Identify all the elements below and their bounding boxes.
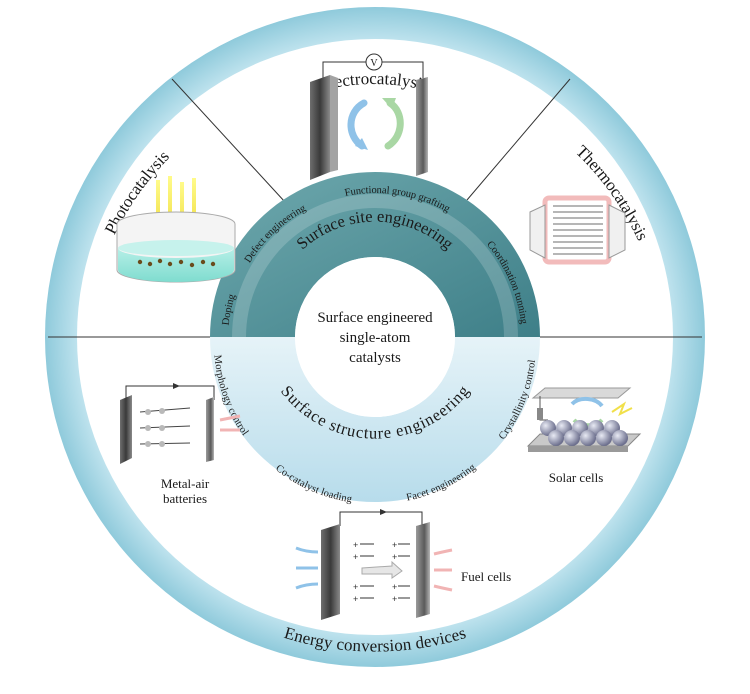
air-arrows xyxy=(219,414,241,432)
svg-text:+: + xyxy=(353,582,358,592)
center-line-3: catalysts xyxy=(349,350,401,366)
proton-markers: + + + + + + + + xyxy=(353,540,397,604)
heat-fins xyxy=(553,205,603,255)
center-line-1: Surface engineered xyxy=(317,310,433,326)
svg-text:+: + xyxy=(392,582,397,592)
electrolyzer-illustration: V xyxy=(310,53,428,180)
svg-text:+: + xyxy=(392,540,397,550)
perovskite-spheres xyxy=(540,420,628,446)
svg-text:+: + xyxy=(353,594,358,604)
metal-air-battery-illustration xyxy=(120,383,241,464)
voltmeter-icon xyxy=(365,53,383,71)
label-fuel-cells: Fuel cells xyxy=(461,569,511,584)
center-line-2: single-atom xyxy=(340,330,411,346)
label-metal-air-line-1: Metal-air xyxy=(161,476,210,491)
oxidant-in-arrows xyxy=(433,548,453,592)
site-ring xyxy=(210,172,540,337)
fuel-in-arrows xyxy=(295,546,319,590)
label-solar-cells: Solar cells xyxy=(549,470,604,485)
center-disc xyxy=(295,257,455,417)
charge-cycle-icon xyxy=(570,397,604,408)
divider-upper-left xyxy=(171,78,286,203)
structure-ring xyxy=(210,337,540,502)
svg-text:+: + xyxy=(353,540,358,550)
voltmeter-label: V xyxy=(370,58,378,69)
label-metal-air-line-2: batteries xyxy=(163,491,207,506)
svg-text:+: + xyxy=(392,552,397,562)
thermal-reactor-illustration xyxy=(529,195,626,265)
fuel-cell-illustration: + + + + + + + + xyxy=(295,509,453,620)
solar-cell-illustration xyxy=(526,387,642,452)
proton-transfer-arrow xyxy=(361,560,403,579)
svg-text:+: + xyxy=(353,552,358,562)
catalyst-particles xyxy=(137,258,216,268)
divider-upper-right xyxy=(466,78,571,201)
svg-text:+: + xyxy=(392,594,397,604)
photoreactor-illustration xyxy=(116,176,236,283)
